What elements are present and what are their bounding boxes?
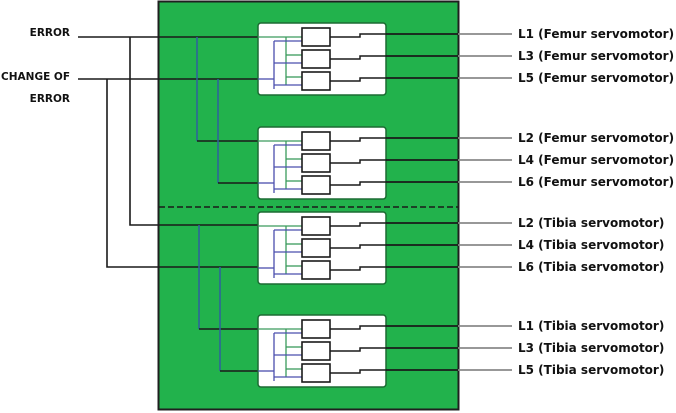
rule-block [301, 27, 331, 47]
output-label: L4 (Tibia servomotor) [518, 238, 664, 252]
output-label: L5 (Tibia servomotor) [518, 363, 664, 377]
output-label: L2 (Tibia servomotor) [518, 216, 664, 230]
rule-block [301, 319, 331, 339]
change-of-error-drop-tibia [106, 79, 258, 268]
input-label-change-of-error-line1: CHANGE OF [1, 71, 70, 83]
input-label-error: ERROR [30, 27, 70, 39]
controller-module [257, 126, 387, 200]
output-label: L2 (Femur servomotor) [518, 131, 674, 145]
output-label: L4 (Femur servomotor) [518, 153, 674, 167]
rule-block [301, 238, 331, 258]
rule-block [301, 131, 331, 151]
controller-module [257, 314, 387, 388]
rule-block [301, 175, 331, 195]
rule-block [301, 216, 331, 236]
input-wiring [78, 36, 258, 268]
output-label: L6 (Tibia servomotor) [518, 260, 664, 274]
internal-wiring-tibia [198, 225, 258, 372]
rule-block [301, 260, 331, 280]
output-label: L3 (Tibia servomotor) [518, 341, 664, 355]
controller-module [257, 211, 387, 285]
output-label: L1 (Tibia servomotor) [518, 319, 664, 333]
output-label: L5 (Femur servomotor) [518, 71, 674, 85]
rule-block [301, 341, 331, 361]
input-label-change-of-error-line2: ERROR [30, 93, 70, 105]
rule-block [301, 363, 331, 383]
output-label: L3 (Femur servomotor) [518, 49, 674, 63]
output-label: L1 (Femur servomotor) [518, 27, 674, 41]
rule-block [301, 71, 331, 91]
rule-block [301, 153, 331, 173]
controller-module [257, 22, 387, 96]
error-drop-tibia [129, 37, 258, 226]
rule-block [301, 49, 331, 69]
internal-wiring-femur [196, 37, 258, 184]
output-label: L6 (Femur servomotor) [518, 175, 674, 189]
